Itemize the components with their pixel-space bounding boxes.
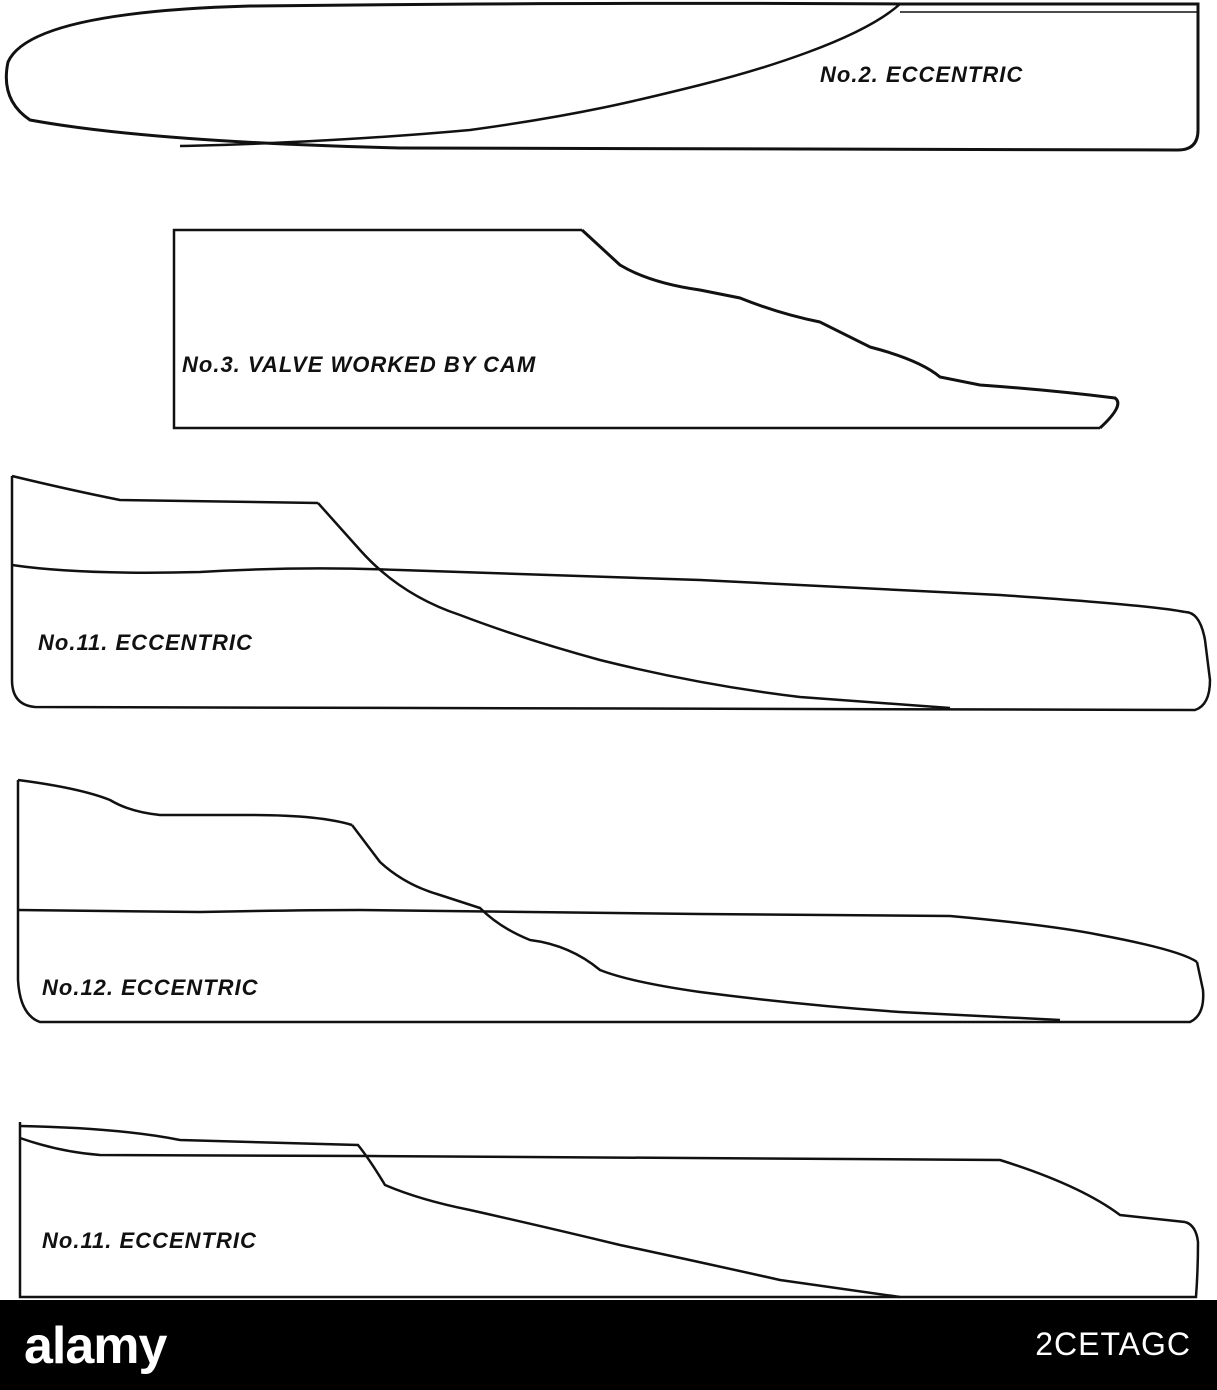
diagram-label: No.11. ECCENTRIC [42,1228,257,1253]
alamy-logo: alamy [24,1317,167,1375]
no12-back-pressure-line [17,908,1198,964]
diagram-no11-eccentric-a: No.11. ECCENTRIC [10,474,1212,712]
diagram-label: No.11. ECCENTRIC [38,630,253,655]
no11b-outline [18,1122,1200,1299]
diagram-label: No.3. VALVE WORKED BY CAM [182,352,536,377]
no12-expansion-curve [351,824,1061,1022]
no11a-back-pressure-line [11,563,1186,614]
diagram-label: No.12. ECCENTRIC [42,975,259,1000]
no11b-steam-line [19,1124,901,1299]
no3-expansion-curve [580,228,1120,430]
no11a-outline [10,476,1212,712]
no11b-back-pressure-line [19,1136,1186,1224]
no11a-expansion-curve [317,502,951,710]
no12-outline [16,780,1205,1024]
stock-watermark-bar: alamy 2CETAGC [0,1300,1217,1390]
diagram-no2-eccentric: No.2. ECCENTRIC [4,1,1200,152]
indicator-diagrams-svg: No.2. ECCENTRIC No.3. VALVE WORKED BY CA… [4,1,1212,1299]
indicator-diagram-figure: No.2. ECCENTRIC No.3. VALVE WORKED BY CA… [4,1,1212,1299]
no12-steam-line [17,778,353,827]
no2-outline [4,1,1200,152]
no11a-top-line [11,474,319,505]
no3-outline [172,228,1100,430]
image-id-label: 2CETAGC [1035,1326,1191,1362]
diagram-no11-eccentric-b: No.11. ECCENTRIC [18,1122,1200,1299]
diagram-no3-valve-cam: No.3. VALVE WORKED BY CAM [172,228,1120,430]
diagram-no12-eccentric: No.12. ECCENTRIC [16,778,1205,1024]
no2-steam-line [179,3,901,148]
diagram-label: No.2. ECCENTRIC [820,62,1023,87]
